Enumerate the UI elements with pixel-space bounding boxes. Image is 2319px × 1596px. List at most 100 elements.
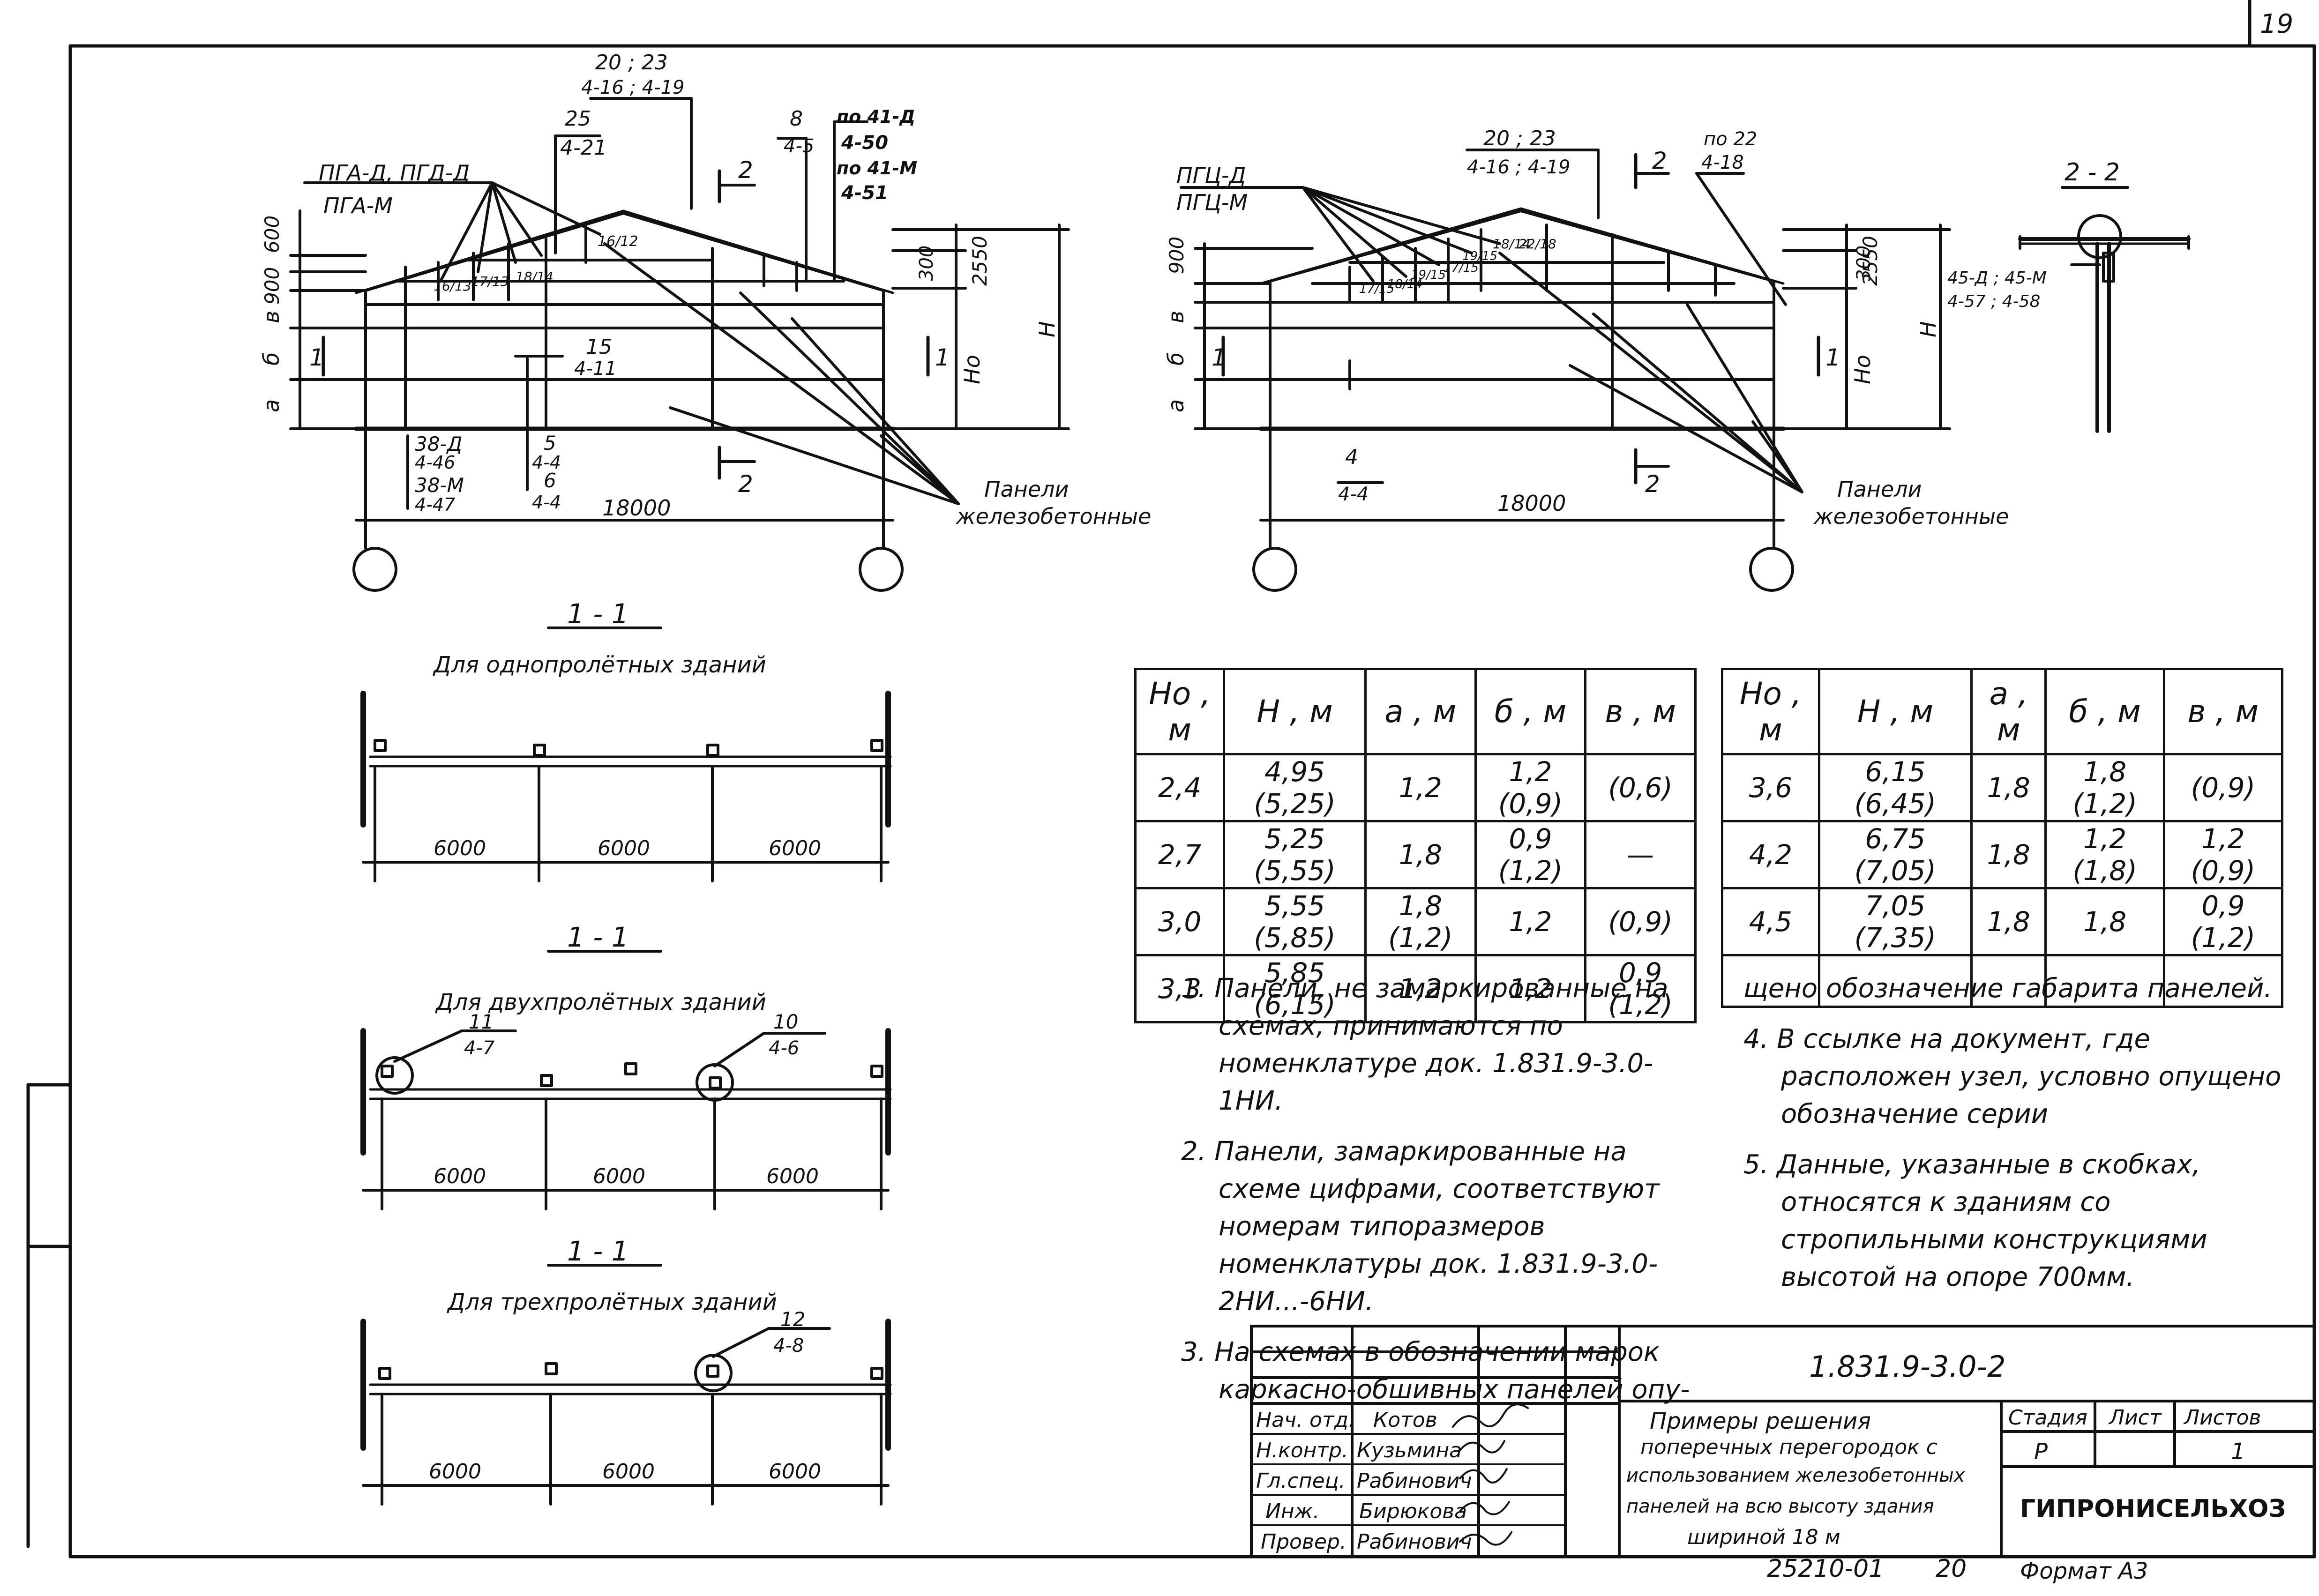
plan-span: 6000 [434, 836, 486, 860]
footer-page: 20 [1936, 1555, 1967, 1583]
note-item: 5. Данные, указанные в скобках, относятс… [1743, 1149, 2207, 1292]
table-row: 4,5 7,05 (7,35) 1,8 1,8 0,9 (1,2) [1721, 887, 2284, 956]
callout-top: по 41-М [837, 158, 917, 179]
table-cell: 3,6 [1721, 753, 1820, 822]
dim-b: б [1163, 352, 1189, 365]
callout-top: 20 ; 23 [595, 51, 668, 75]
plan-section-title: 1 - 1 [567, 598, 629, 630]
section-label: 2 [738, 157, 753, 184]
role-label: Инж. [1265, 1499, 1320, 1523]
person-name: Рабинович [1357, 1469, 1472, 1493]
table-row [1721, 954, 2284, 1008]
table-header: в , м [1584, 668, 1697, 755]
table-cell: 1,2 (1,8) [2044, 820, 2165, 889]
table-cell: 5,25 (5,55) [1223, 820, 1367, 889]
plans [360, 626, 892, 1506]
panel-mark-2: ПГЦ-М [1176, 190, 1248, 215]
section-label: 1 [1825, 344, 1840, 371]
sheets-label: Листов [2184, 1406, 2261, 1430]
dim-v: в [259, 311, 284, 323]
plan-callout: 4-6 [769, 1037, 799, 1059]
inventory-number: 25210-01 [1767, 1555, 1885, 1583]
person-name: Кузьмина [1357, 1439, 1462, 1462]
table-cell: 3,3 [1134, 954, 1226, 1023]
table-header: б , м [1474, 668, 1587, 755]
plan-span: 6000 [766, 1164, 819, 1188]
gable-number: 16/13 [434, 278, 471, 294]
plan-caption: Для двухпролётных зданий [435, 989, 766, 1015]
detail-2-2 [2018, 186, 2191, 433]
table-header: в , м [2162, 668, 2284, 755]
doc-code: 1.831.9-3.0-2 [1809, 1350, 2006, 1384]
detail-callout: 4-57 ; 4-58 [1947, 292, 2040, 311]
table-cell: 1,8 [1970, 753, 2047, 822]
person-name: Котов [1373, 1408, 1437, 1432]
callout-bottom: 4-46 [415, 452, 455, 473]
sheet-title-line: использованием железобетонных [1626, 1465, 1965, 1486]
table-row: 2,4 4,95 (5,25) 1,2 1,2 (0,9) (0,6) [1134, 753, 1697, 822]
callout-bottom: 4-21 [560, 136, 607, 160]
gable-number: 19/15 [1462, 249, 1497, 263]
table-cell [1721, 954, 1820, 1008]
sheet-title-line: шириной 18 м [1687, 1525, 1840, 1549]
callout-bottom: 4-18 [1701, 152, 1744, 173]
notes-left: 1. Панели, не замаркированные на схемах,… [1181, 970, 1697, 1422]
note-item: 1. Панели, не замаркированные на схемах,… [1181, 973, 1668, 1116]
table-cell [1970, 954, 2047, 1008]
callout-bottom: 4-50 [841, 132, 888, 154]
gable-number: 18/14 [1493, 236, 1531, 252]
gable-number: 17/15 [1359, 282, 1394, 296]
dim-2550: 2550 [1859, 236, 1882, 286]
callout-bottom: 4-11 [574, 358, 617, 380]
plan-section-title: 1 - 1 [567, 921, 629, 953]
table-row: 3,3 5,85 (6,15) 1,2 1,2 0,9 (1,2) [1134, 954, 1697, 1023]
callout-top: по 41-Д [837, 106, 915, 127]
panels-label: Панели [984, 477, 1069, 502]
stage-label: Стадия [2008, 1406, 2087, 1430]
table-cell: 0,9 (1,2) [1474, 820, 1587, 889]
table-cell: 1,2 (0,9) [2162, 820, 2284, 889]
role-label: Нач. отд. [1256, 1408, 1355, 1432]
table-cell [1818, 954, 1973, 1008]
plan-callout: 4-8 [773, 1335, 804, 1357]
table-cell [2044, 954, 2165, 1008]
table-cell: 2,4 [1134, 753, 1226, 822]
section-label: 1 [935, 344, 950, 371]
page-number: 19 [2260, 9, 2293, 39]
plan-callout: 4-7 [464, 1037, 495, 1059]
table-header: Но , м [1134, 668, 1226, 755]
table-header: б , м [2044, 668, 2165, 755]
span-dimension: 18000 [1497, 491, 1566, 516]
dim-2550: 2550 [968, 236, 991, 286]
table-cell: 1,2 [1364, 753, 1477, 822]
callout-top: 25 [565, 107, 591, 131]
table-row: 2,7 5,25 (5,55) 1,8 0,9 (1,2) — [1134, 820, 1697, 889]
parameters-table-right: Но , м Н , м а , м б , м в , м 3,6 6,15 … [1721, 668, 2284, 1008]
table-cell: 6,15 (6,45) [1818, 753, 1973, 822]
table-cell: 1,2 [1364, 954, 1477, 1023]
plan-caption: Для трехпролётных зданий [447, 1289, 777, 1315]
callout-top: 20 ; 23 [1483, 127, 1556, 150]
dim-H: Н [1034, 321, 1060, 337]
role-label: Н.контр. [1256, 1439, 1348, 1462]
span-dimension: 18000 [602, 495, 671, 521]
table-cell: 0,9 (1,2) [2162, 887, 2284, 956]
table-header: а , м [1364, 668, 1477, 755]
sheet-title-line: панелей на всю высоту здания [1626, 1496, 1934, 1517]
table-cell: 1,2 (0,9) [1474, 753, 1587, 822]
callout-bottom: 4-16 ; 4-19 [581, 77, 684, 98]
table-cell: 3,0 [1134, 887, 1226, 956]
sheet-format: Формат А3 [2020, 1558, 2148, 1584]
table-header: Но , м [1721, 668, 1820, 755]
table-cell: 2,7 [1134, 820, 1226, 889]
plan-span: 6000 [593, 1164, 645, 1188]
panel-mark-1: ПГЦ-Д [1176, 163, 1246, 188]
panels-label: железобетонные [956, 504, 1151, 529]
dim-v: в [1163, 311, 1189, 323]
callout-bottom: 4-4 [532, 492, 561, 513]
section-label: 2 [1645, 470, 1660, 498]
plan-caption: Для однопролётных зданий [433, 652, 766, 678]
section-label: 2 [738, 470, 753, 498]
callout-top: 8 [790, 107, 803, 131]
dim-300: 300 [1853, 246, 1875, 281]
